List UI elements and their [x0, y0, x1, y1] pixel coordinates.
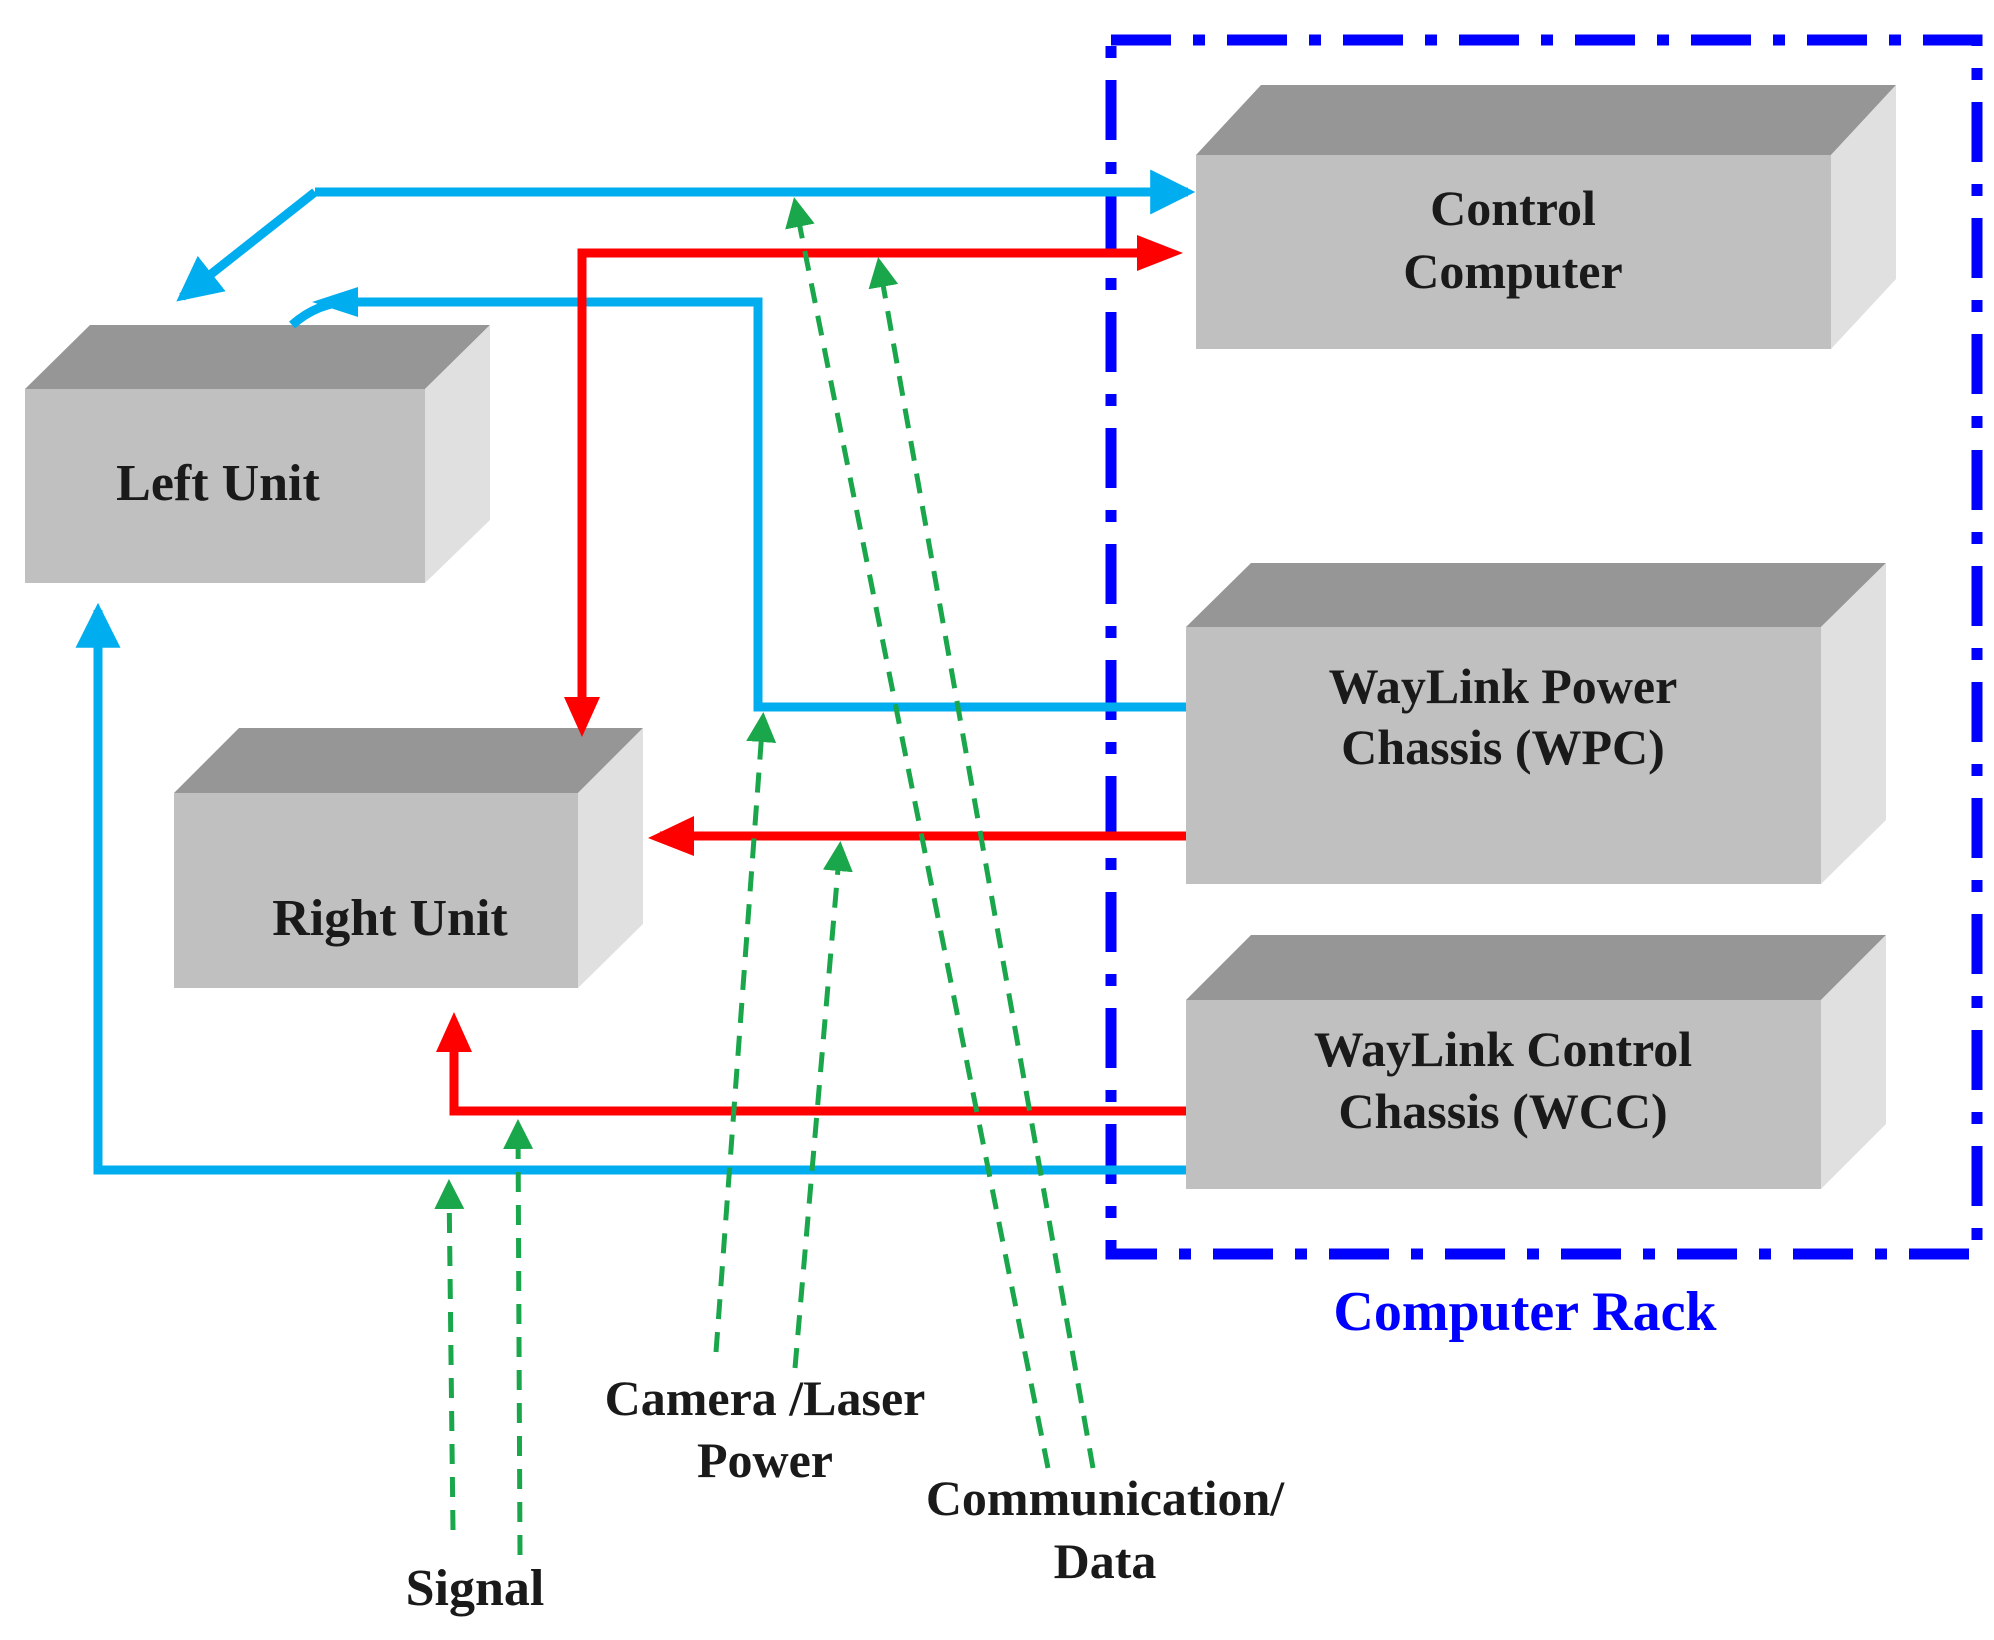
- red-arrowhead-wcc-to-right-unit: [436, 1012, 472, 1052]
- box-top-face: [25, 325, 490, 389]
- right-unit-label: Right Unit: [272, 890, 508, 947]
- wpc-label-line1: WayLink Power: [1329, 658, 1678, 714]
- blue-line-wcc-to-left-unit: [75, 602, 1186, 1175]
- left-unit-label: Left Unit: [116, 455, 320, 512]
- box-side-face: [1821, 935, 1886, 1189]
- wcc-label-line2: Chassis (WCC): [1338, 1083, 1667, 1139]
- blue-arrowhead-wpc-to-left-unit: [312, 287, 358, 317]
- red-arrowhead-to-control-computer: [1137, 235, 1183, 271]
- left-unit-box: Left Unit: [25, 325, 490, 583]
- right-unit-box: Right Unit: [174, 728, 643, 988]
- blue-line-to-left-unit-top: [176, 188, 318, 302]
- box-front-face: [174, 793, 578, 988]
- communication-label-line1: Communication/: [926, 1470, 1285, 1526]
- box-side-face: [1831, 85, 1896, 349]
- camera-laser-callout-line: [713, 712, 777, 1353]
- computer-rack-border: [1105, 34, 1983, 1260]
- signal-callout-line: [434, 1179, 465, 1531]
- box-side-face: [1821, 563, 1886, 884]
- box-front-face: [25, 389, 425, 583]
- wcc-label-line1: WayLink Control: [1314, 1021, 1692, 1077]
- box-top-face: [1186, 935, 1886, 1000]
- box-side-face: [578, 728, 643, 988]
- box-top-face: [1196, 85, 1896, 155]
- camera-laser-callout-line: [792, 841, 853, 1369]
- box-top-face: [174, 728, 643, 793]
- wpc-label-line2: Chassis (WPC): [1341, 719, 1665, 775]
- communication-label-line2: Data: [1054, 1533, 1157, 1589]
- control-computer-label-line1: Control: [1430, 180, 1596, 236]
- box-top-face: [1186, 563, 1886, 627]
- camera-laser-label-line1: Camera /Laser: [605, 1370, 926, 1426]
- box-front-face: [1196, 155, 1831, 349]
- control-computer-box: Control Computer: [1196, 85, 1896, 349]
- red-arrowhead-wpc-to-right-unit: [648, 816, 694, 856]
- signal-label: Signal: [406, 1560, 545, 1617]
- red-line-wcc-to-right-unit: [449, 1030, 1186, 1116]
- control-computer-label-line2: Computer: [1403, 243, 1622, 299]
- red-arrowhead-to-right-unit: [564, 697, 600, 737]
- signal-callout-line: [503, 1119, 534, 1556]
- wpc-box: WayLink Power Chassis (WPC): [1186, 563, 1886, 884]
- communication-callout-line: [785, 197, 1051, 1469]
- red-line-control-to-right-unit: [577, 248, 1172, 723]
- computer-rack-label: Computer Rack: [1333, 1281, 1717, 1343]
- box-front-face: [1186, 627, 1821, 884]
- camera-laser-label-line2: Power: [697, 1432, 833, 1488]
- box-front-face: [1186, 1000, 1821, 1189]
- box-side-face: [425, 325, 490, 583]
- communication-callout-line: [868, 257, 1096, 1469]
- wcc-box: WayLink Control Chassis (WCC): [1186, 935, 1886, 1189]
